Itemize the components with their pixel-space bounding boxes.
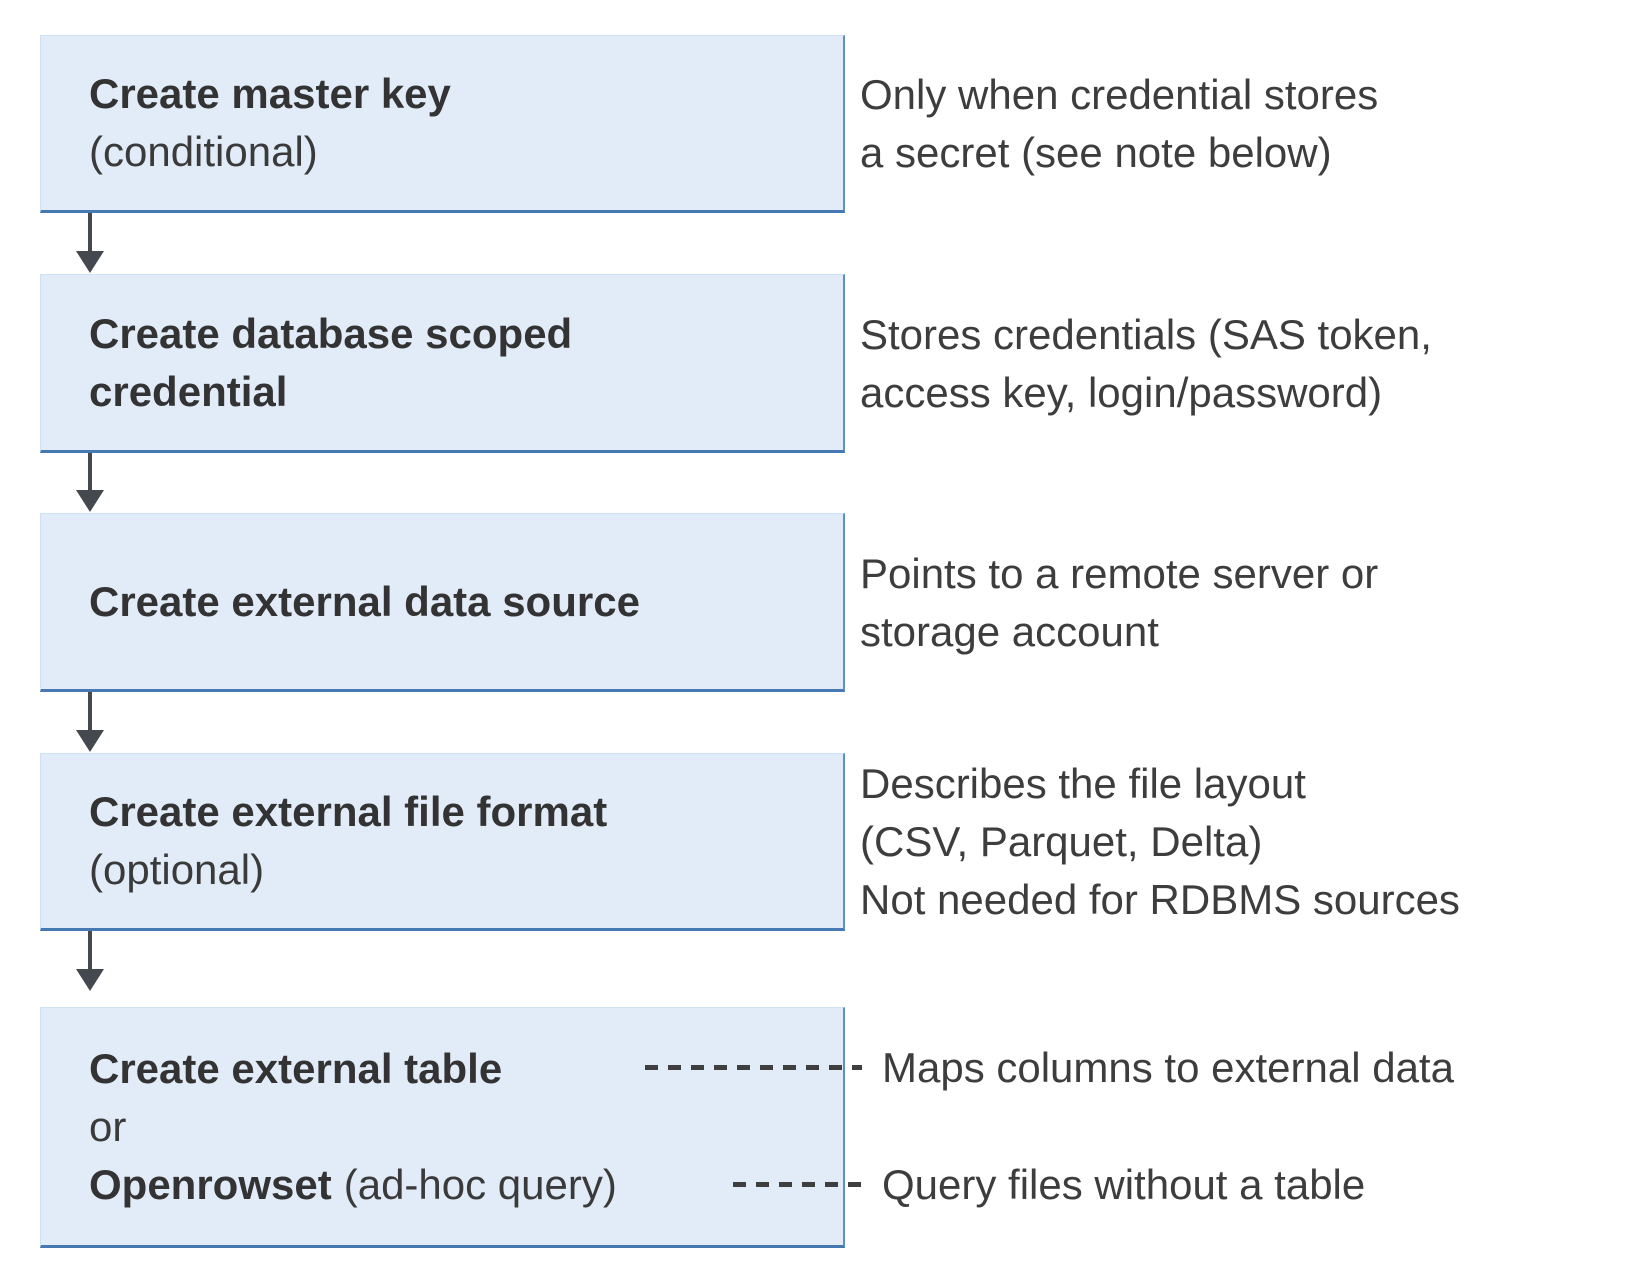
step-note-master-key: Only when credential stores a secret (se…: [860, 35, 1378, 213]
step-title: Create external data source: [89, 577, 640, 625]
note-line: storage account: [860, 607, 1159, 655]
step-box-create-external-file-format: Create external file format (optional): [40, 753, 845, 931]
note-line: Maps columns to external data: [882, 1044, 1454, 1091]
step-title: Create external table: [89, 1044, 503, 1092]
note-line: Query files without a table: [882, 1161, 1366, 1208]
step-box-create-database-scoped-credential: Create database scoped credential: [40, 274, 845, 453]
step-box-create-external-data-source: Create external data source: [40, 513, 845, 692]
arrow-head: [76, 251, 104, 273]
arrow-stem: [88, 453, 92, 490]
down-arrow-icon: [76, 453, 104, 512]
step-note-external-file-format: Describes the file layout (CSV, Parquet,…: [860, 753, 1460, 931]
note-line: Not needed for RDBMS sources: [860, 876, 1460, 923]
step-note-external-table: Maps columns to external data: [882, 1039, 1454, 1097]
down-arrow-icon: [76, 692, 104, 752]
step-box-create-master-key: Create master key (conditional): [40, 35, 845, 213]
down-arrow-icon: [76, 931, 104, 991]
step-title: Create external file format: [89, 788, 608, 835]
step-note-external-data-source: Points to a remote server or storage acc…: [860, 513, 1378, 692]
step-title: Create master key: [89, 70, 451, 117]
note-line: Points to a remote server or: [860, 549, 1379, 597]
arrow-stem: [88, 213, 92, 251]
arrow-stem: [88, 931, 92, 969]
step-subtitle: (ad-hoc query): [343, 1160, 617, 1208]
dashed-connector-openrowset: [733, 1182, 862, 1187]
note-line: (CSV, Parquet, Delta): [860, 818, 1263, 865]
step-title: Openrowset: [89, 1160, 332, 1208]
note-line: a secret (see note below): [860, 129, 1332, 176]
note-line: access key, login/password): [860, 368, 1383, 416]
step-note-openrowset: Query files without a table: [882, 1156, 1365, 1214]
step-title-openrowset: Openrowset(ad-hoc query): [89, 1156, 843, 1214]
arrow-head: [76, 969, 104, 991]
step-box-create-external-table-or-openrowset: Create external table or Openrowset(ad-h…: [40, 1007, 845, 1248]
down-arrow-icon: [76, 213, 104, 273]
step-subtitle: (conditional): [89, 128, 318, 175]
note-line: Describes the file layout: [860, 760, 1306, 807]
step-or-label: or: [89, 1102, 127, 1150]
dashed-connector-external-table: [645, 1065, 862, 1070]
step-note-database-scoped-credential: Stores credentials (SAS token, access ke…: [860, 274, 1432, 453]
note-line: Stores credentials (SAS token,: [860, 310, 1432, 358]
step-title: credential: [89, 367, 288, 415]
arrow-head: [76, 730, 104, 752]
arrow-stem: [88, 692, 92, 730]
note-line: Only when credential stores: [860, 71, 1379, 118]
arrow-head: [76, 490, 104, 512]
step-title: Create database scoped: [89, 309, 573, 357]
step-subtitle: (optional): [89, 846, 265, 893]
